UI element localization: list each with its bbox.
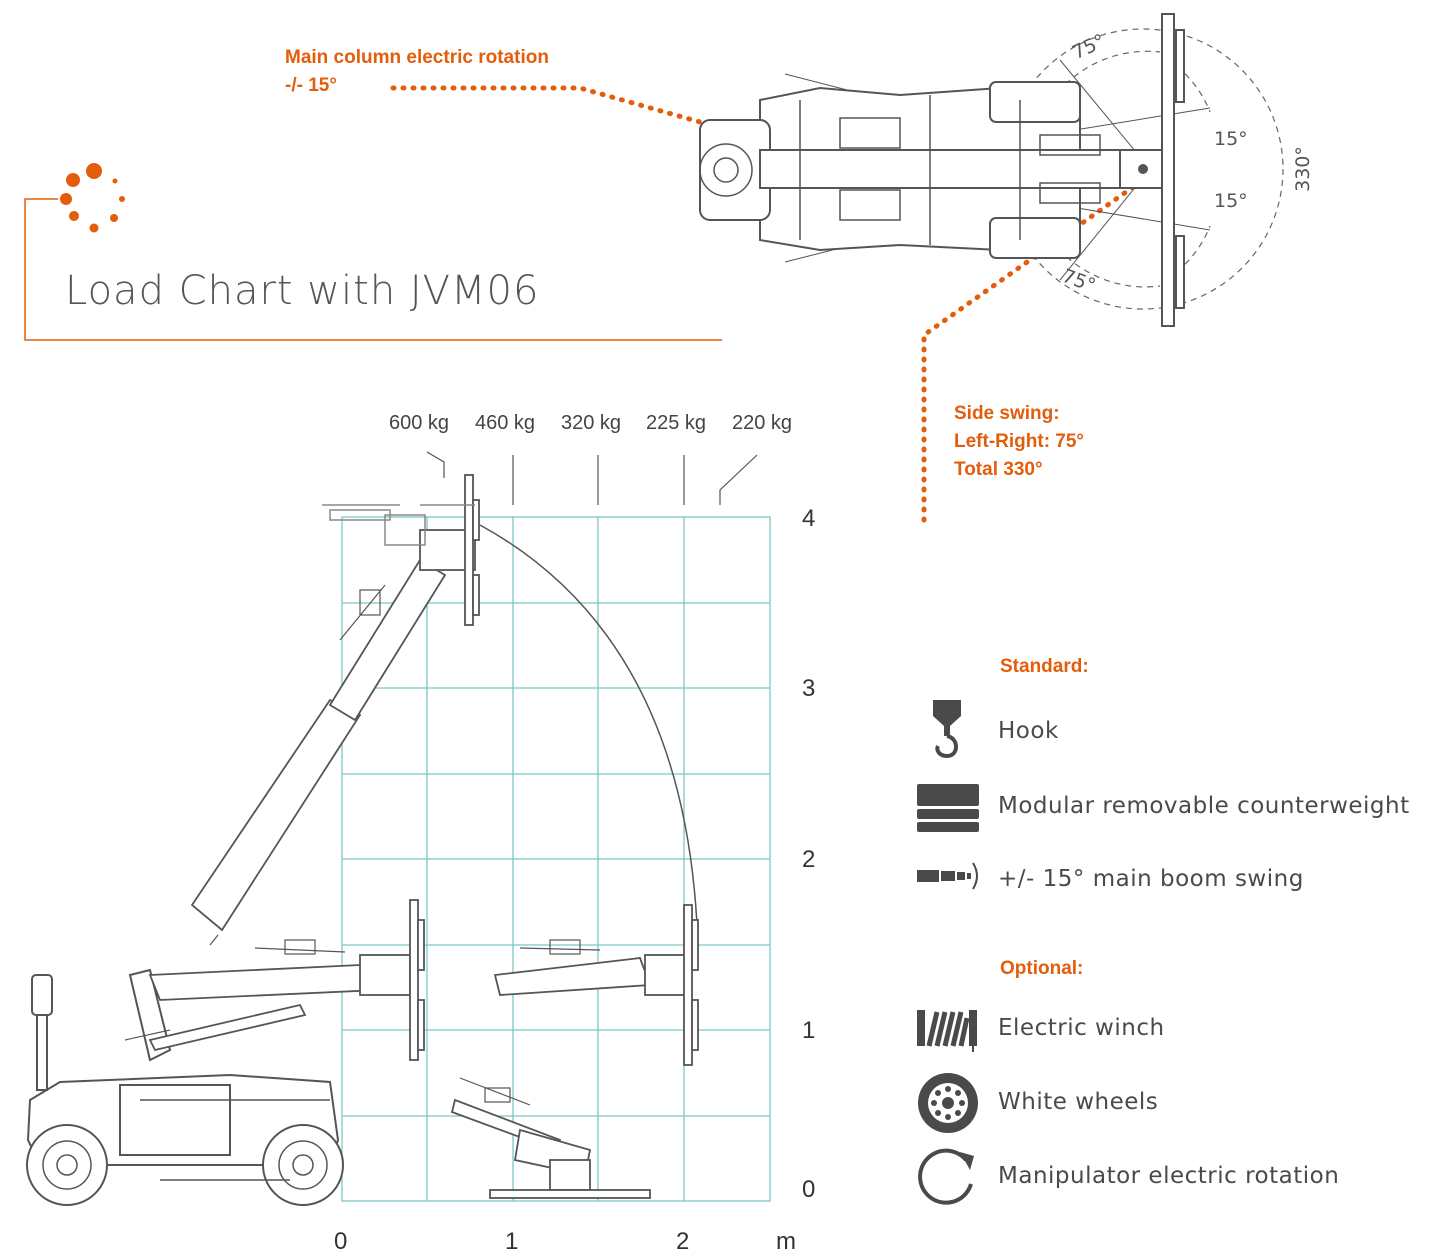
load-label-600: 600 kg <box>389 412 450 434</box>
legend-item-boom-swing: +/- 15° main boom swing <box>998 866 1304 892</box>
y-tick-4: 4 <box>802 505 816 532</box>
rotation-callout-line1: Main column electric rotation <box>285 47 549 68</box>
angle-15-lower: 15° <box>1214 190 1248 212</box>
load-label-220: 220 kg <box>732 412 793 434</box>
y-tick-1: 1 <box>802 1017 816 1044</box>
rotation-callout: Main column electric rotation -/- 15° <box>285 44 549 100</box>
side-swing-line2: Left-Right: 75° <box>954 431 1085 452</box>
page-title: Load Chart with JVM06 <box>65 268 540 314</box>
x-unit: m <box>776 1228 796 1255</box>
y-tick-2: 2 <box>802 846 816 873</box>
counterweight-icon <box>917 784 979 832</box>
winch-icon <box>917 1010 977 1052</box>
legend-item-wheels: White wheels <box>998 1089 1159 1115</box>
rotation-callout-line2: -/- 15° <box>285 75 337 96</box>
legend-item-hook: Hook <box>998 718 1059 744</box>
load-label-225: 225 kg <box>646 412 707 434</box>
hook-icon <box>933 700 961 759</box>
y-tick-3: 3 <box>802 675 816 702</box>
legend-optional-heading: Optional: <box>1000 958 1084 979</box>
angle-15-upper: 15° <box>1214 128 1248 150</box>
side-swing-callout: Side swing: Left-Right: 75° Total 330° <box>954 400 1084 484</box>
side-swing-line1: Side swing: <box>954 403 1060 424</box>
legend-item-winch: Electric winch <box>998 1015 1165 1041</box>
x-tick-2: 2 <box>676 1228 690 1255</box>
boom-swing-icon <box>917 862 978 890</box>
x-tick-1: 1 <box>505 1228 519 1255</box>
legend-standard-heading: Standard: <box>1000 656 1089 677</box>
load-label-460: 460 kg <box>475 412 536 434</box>
rotation-icon <box>918 1148 974 1205</box>
side-swing-line3: Total 330° <box>954 459 1043 480</box>
y-tick-0: 0 <box>802 1176 816 1203</box>
legend-item-rotation: Manipulator electric rotation <box>998 1163 1340 1189</box>
load-label-320: 320 kg <box>561 412 622 434</box>
x-tick-0: 0 <box>334 1228 348 1255</box>
legend-item-counterweight: Modular removable counterweight <box>998 793 1410 819</box>
wheel-icon <box>918 1073 978 1133</box>
